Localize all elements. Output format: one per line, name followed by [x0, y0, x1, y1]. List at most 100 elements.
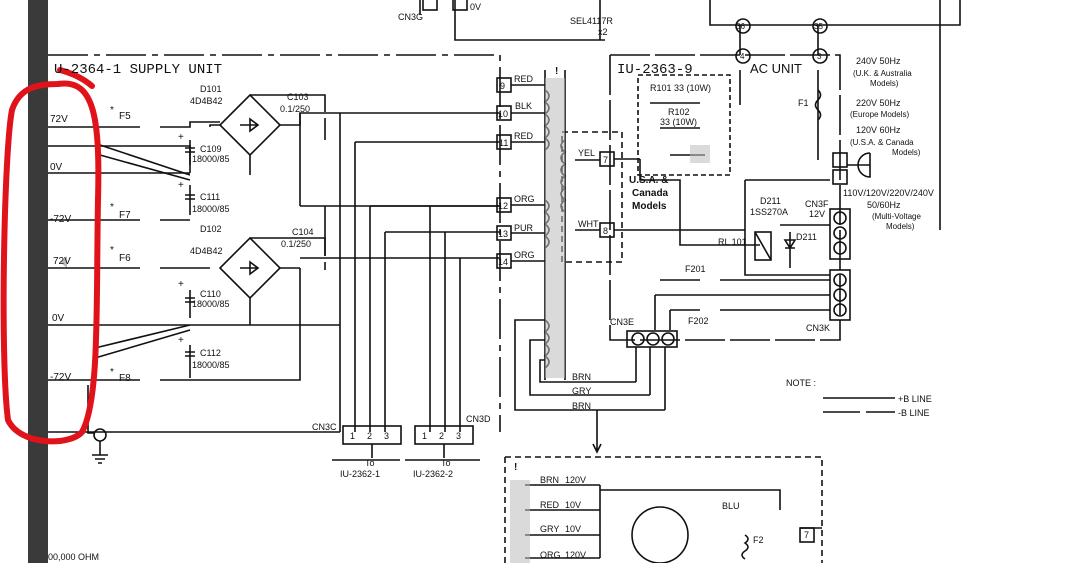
cn3c-pin1: 1 [350, 431, 355, 441]
c104-value: 0.1/250 [281, 239, 311, 249]
cn3d-pin2: 2 [439, 431, 444, 441]
red-annotation-outline [0, 67, 102, 445]
rail-6: -72V [50, 372, 71, 383]
pin-12: 12 [498, 201, 508, 211]
rail-5: 0V [52, 313, 65, 324]
c103-label: C103 [287, 92, 309, 102]
cn3k-label: CN3K [806, 323, 830, 333]
wire-gry: GRY [572, 386, 591, 396]
wire-brn-2: BRN [572, 401, 591, 411]
note-plus-b: +B LINE [898, 394, 932, 404]
lower-volt-3: 10V [565, 524, 581, 534]
f1-label: F1 [798, 98, 809, 108]
sel-part: SEL4117R [570, 16, 613, 26]
wire-pur: PUR [514, 223, 534, 233]
multi-hz: 50/60Hz [867, 200, 901, 210]
fuse-f5: F5 [119, 111, 131, 122]
c112-label: C112 [200, 348, 221, 358]
d102-part: 4D4B42 [190, 246, 223, 256]
sidebar-panel[interactable] [28, 0, 67, 563]
f202-label: F202 [688, 316, 709, 326]
mains-240-d2: Models) [870, 79, 899, 88]
cn3c-label: CN3C [312, 422, 337, 432]
ac-unit-id: IU-2363-9 [617, 62, 693, 78]
rail-2: 0V [50, 162, 63, 173]
c111-value: 18000/85 [192, 204, 230, 214]
d101-part: 4D4B42 [190, 96, 223, 106]
c104-label: C104 [292, 227, 314, 237]
plus-mark: + [178, 132, 184, 143]
pin-10: 10 [498, 109, 508, 119]
fuse-f6: F6 [119, 253, 131, 264]
plus-mark: + [178, 335, 184, 346]
pin-7: 7 [603, 155, 608, 165]
to-label-2: To [441, 458, 451, 468]
fuse-f7: F7 [119, 210, 131, 221]
us-canada-2: Canada [632, 188, 669, 199]
multi-v: 110V/120V/220V/240V [843, 188, 934, 198]
cn3c-pin2: 2 [367, 431, 372, 441]
c109-label: C109 [200, 144, 222, 154]
fuse-mark: * [110, 367, 114, 378]
cn3d-pin3: 3 [456, 431, 461, 441]
d211-part: 1SS270A [750, 207, 788, 217]
wire-brn-1: BRN [572, 372, 591, 382]
c110-value: 18000/85 [192, 299, 230, 309]
pin-8: 8 [603, 226, 608, 236]
plus-mark: + [178, 180, 184, 191]
fuse-mark: * [110, 245, 114, 256]
wire-yel: YEL [578, 148, 595, 158]
pin-9: 9 [500, 81, 505, 91]
note-minus-b: -B LINE [898, 408, 930, 418]
ac-unit-title: AC UNIT [750, 61, 802, 76]
lower-wire-1: BRN [540, 475, 559, 485]
lower-wire-2: RED [540, 500, 560, 510]
rail-3: -72V [50, 214, 71, 225]
rail-4: 72V [53, 256, 71, 267]
lower-f2: F2 [753, 535, 764, 545]
r102-label: R102 [668, 107, 690, 117]
lower-volt-4: 120V [565, 550, 586, 560]
mains-120-d2: Models) [892, 148, 921, 157]
mains-220-d: (Europe Models) [850, 110, 909, 119]
wire-org-1: ORG [514, 194, 535, 204]
fuse-f8: F8 [119, 373, 131, 384]
supply-unit-title: U-2364-1 SUPPLY UNIT [54, 62, 222, 78]
d211-label-2: D211 [796, 232, 817, 242]
lower-volt-1: 120V [565, 475, 586, 485]
c110-label: C110 [200, 289, 221, 299]
cn3f-voltage: 12V [809, 209, 825, 219]
c109-value: 18000/85 [192, 154, 230, 164]
mains-220-v: 220V 50Hz [856, 98, 901, 108]
warning-mark: ! [555, 66, 558, 77]
cn3f-label: CN3F [805, 199, 829, 209]
node-4: 4 [740, 52, 745, 61]
lower-blu: BLU [722, 501, 740, 511]
multi-d: (Multi-Voltage [872, 212, 921, 221]
lower-wire-3: GRY [540, 524, 559, 534]
node-35: 35 [814, 22, 823, 31]
r101-label: R101 33 (10W) [650, 83, 711, 93]
d102-label: D102 [200, 224, 222, 234]
c112-value: 18000/85 [192, 360, 230, 370]
fuse-mark: * [110, 202, 114, 213]
relay-label: RL 101 [718, 237, 747, 247]
lower-volt-2: 10V [565, 500, 581, 510]
pin-13: 13 [498, 229, 508, 239]
wire-red-1: RED [514, 74, 534, 84]
cn3d-pin1: 1 [422, 431, 427, 441]
wire-org-2: ORG [514, 250, 535, 260]
pin-14: 14 [498, 257, 508, 267]
wire-red-2: RED [514, 131, 534, 141]
pin-11: 11 [499, 138, 508, 148]
ohm-note: 00,000 OHM [48, 552, 99, 562]
wire-wht: WHT [578, 219, 599, 229]
mains-240-v: 240V 50Hz [856, 56, 901, 66]
collapse-arrow-icon[interactable] [60, 256, 67, 268]
mains-120-v: 120V 60Hz [856, 125, 901, 135]
plus-mark: + [178, 279, 184, 290]
f201-label: F201 [685, 264, 706, 274]
d211-label: D211 [760, 196, 781, 206]
to-target-2: IU-2362-2 [413, 469, 453, 479]
ov-label: 0V [470, 2, 481, 12]
